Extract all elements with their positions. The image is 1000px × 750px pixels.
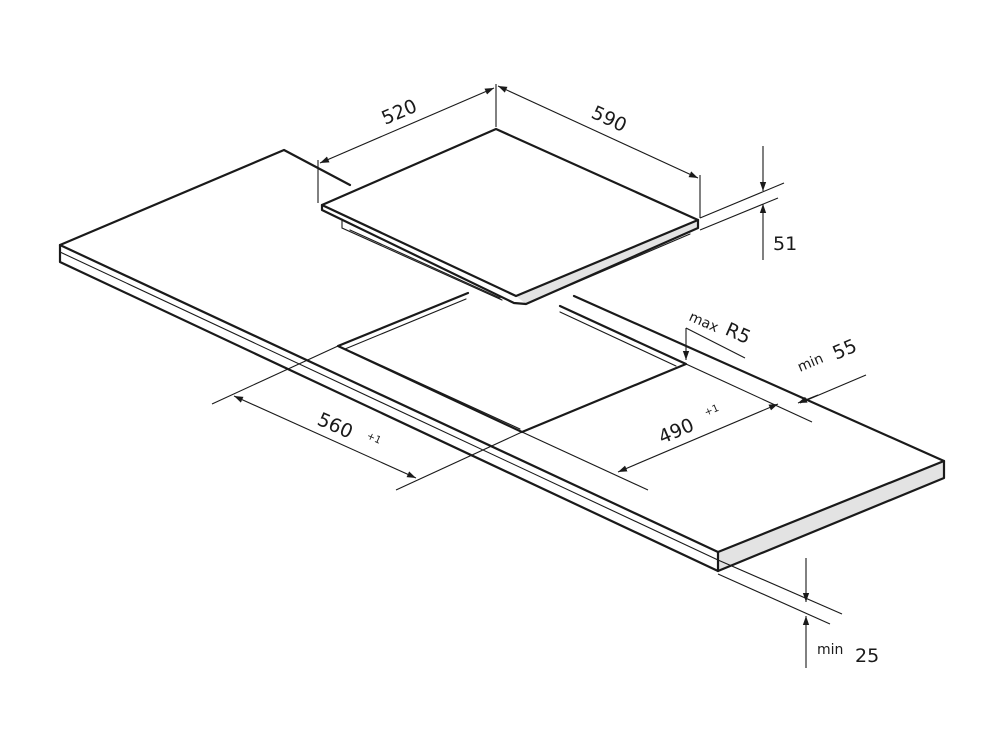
countertop-front-edge-shade [718, 461, 944, 571]
label-min25-prefix: min [817, 642, 843, 658]
label-490: 490 [655, 414, 697, 448]
ext-line-490-right [685, 363, 813, 423]
label-520: 520 [378, 95, 420, 129]
label-min55: 55 [829, 335, 860, 365]
annotation-min-rear-gap: min 55 [795, 335, 867, 404]
label-r5: R5 [722, 318, 754, 348]
hob-glass-thickness [320, 203, 700, 306]
countertop-front-face-line [59, 251, 719, 561]
cutout-inner-wall-bottom [351, 351, 521, 430]
dimension-min-thickness: min 25 [717, 558, 879, 668]
dim-line-560 [233, 395, 417, 479]
cutout [336, 291, 688, 434]
label-490-tolerance: +1 [703, 403, 721, 419]
annotation-corner-radius: max R5 [682, 309, 754, 360]
dim-line-590 [497, 85, 699, 179]
ext-line-min25-top [717, 559, 843, 615]
hob-body-lower [341, 218, 503, 301]
cutout-inner-wall-left [344, 298, 467, 350]
dimension-hob-height: 51 [699, 146, 797, 260]
hob-body-lower-2 [349, 229, 501, 299]
ext-line-min25-bottom [717, 573, 831, 625]
label-590: 590 [588, 102, 630, 137]
label-r5-prefix: max [686, 309, 720, 336]
ext-line-560-right [395, 431, 523, 491]
hob-glass-top [320, 127, 700, 298]
label-560-tolerance: +1 [365, 431, 383, 447]
cutout-inner-wall-right [559, 311, 677, 367]
ext-line-490-left [521, 431, 649, 491]
label-51: 51 [773, 233, 797, 255]
dim-line-520 [319, 87, 495, 164]
hob-glass-edge-shade [516, 220, 698, 304]
leader-r5 [685, 327, 746, 359]
label-min25: 25 [855, 645, 879, 667]
ext-line-560-left [211, 345, 339, 405]
hob-body-right [525, 233, 691, 305]
dim-line-490 [617, 403, 779, 473]
label-min55-prefix: min [795, 351, 826, 376]
hob [320, 127, 700, 306]
label-560: 560 [314, 408, 356, 443]
ext-line-51-top [699, 182, 785, 219]
ext-line-51-bottom [699, 197, 779, 231]
cutout-outline [336, 291, 688, 434]
dimension-cutout-width: 560 +1 [211, 345, 523, 491]
arrow-min55 [797, 394, 819, 404]
